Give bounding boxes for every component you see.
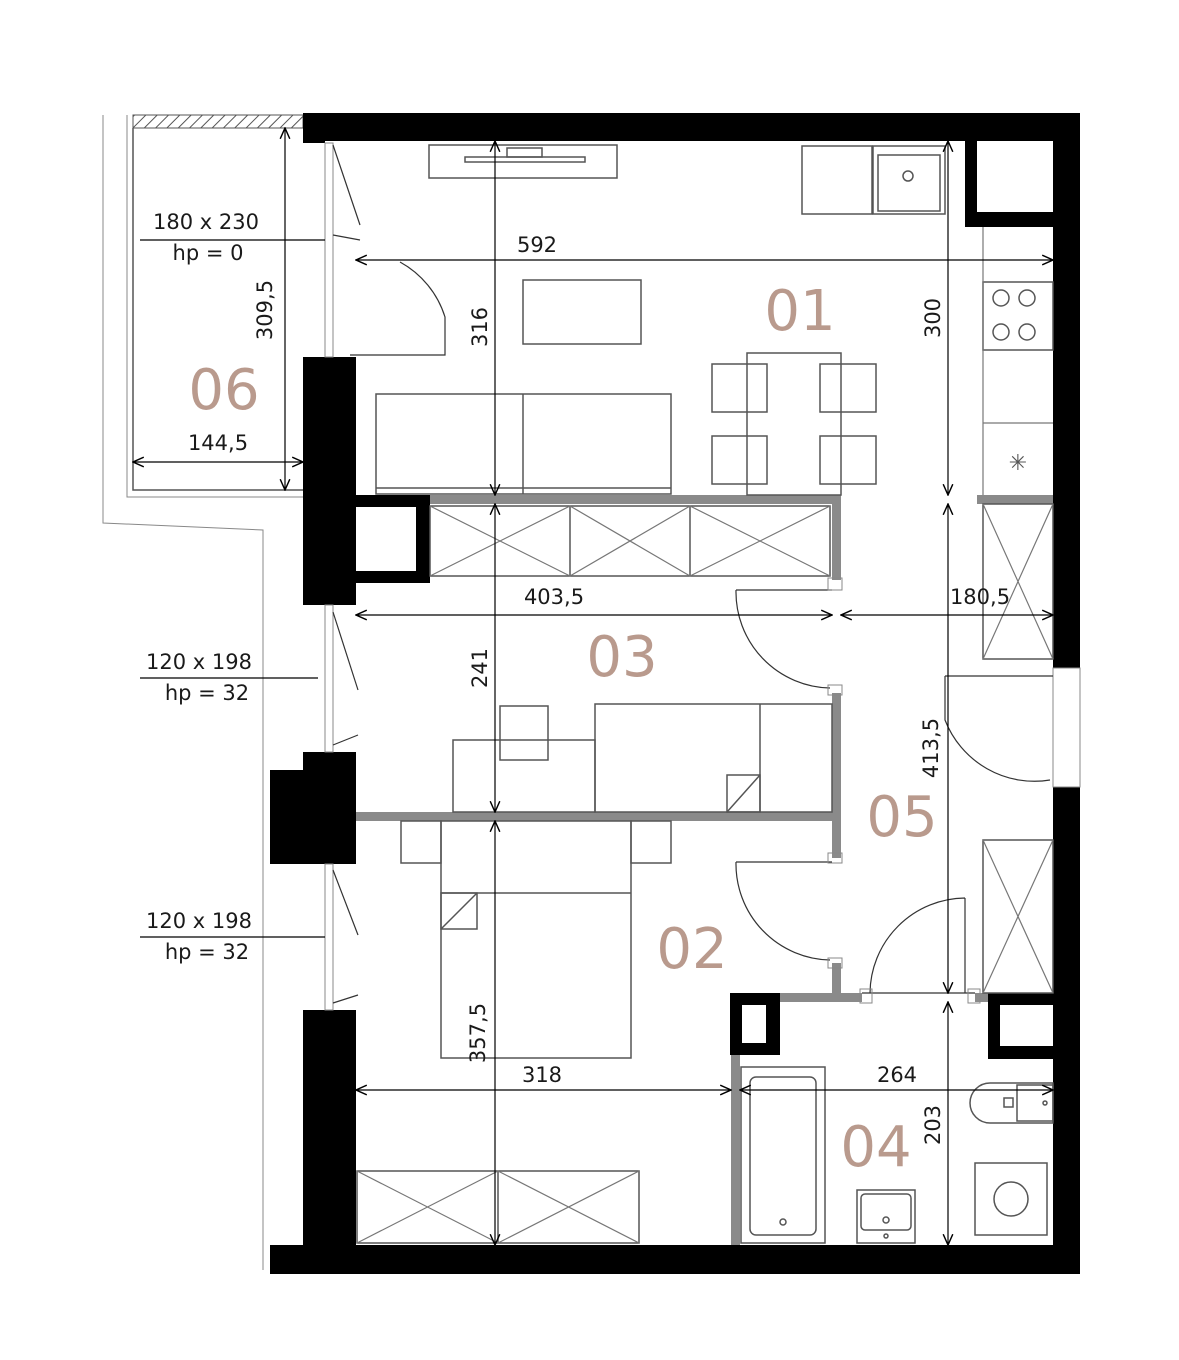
exterior-walls — [270, 113, 1080, 1274]
dim-203: 203 — [921, 1105, 945, 1145]
window-size-2: 120 x 198 — [146, 650, 252, 674]
windows — [324, 142, 1081, 1011]
room-label-03: 03 — [586, 625, 657, 690]
window-hp-1: hp = 0 — [173, 241, 244, 265]
balcony-06 — [126, 114, 304, 498]
dim-264: 264 — [877, 1063, 917, 1087]
dim-316: 316 — [468, 307, 492, 347]
svg-text:✳: ✳ — [1009, 451, 1027, 476]
window-hp-2: hp = 32 — [165, 681, 249, 705]
window-hp-3: hp = 32 — [165, 940, 249, 964]
window-size-1: 180 x 230 — [153, 210, 259, 234]
furniture-02 — [356, 820, 672, 1244]
dim-180-5: 180,5 — [950, 585, 1010, 609]
window-labels: 180 x 230 hp = 0 120 x 198 hp = 32 120 x… — [146, 210, 259, 964]
dim-413-5: 413,5 — [919, 718, 943, 778]
dim-318: 318 — [522, 1063, 562, 1087]
partition-walls — [356, 495, 1053, 1245]
room-labels: 01 02 03 04 05 06 — [188, 279, 937, 1180]
dimension-labels: 592 316 300 309,5 144,5 403,5 180,5 241 … — [188, 233, 1010, 1145]
room-label-05: 05 — [866, 785, 937, 850]
dim-241: 241 — [468, 648, 492, 688]
doors — [350, 261, 1053, 1004]
wardrobe-03 — [429, 505, 831, 577]
furniture-living: ✳ — [375, 144, 1054, 496]
site-outline — [102, 115, 264, 1270]
dim-144-5: 144,5 — [188, 431, 248, 455]
room-label-01: 01 — [764, 279, 835, 344]
room-label-02: 02 — [656, 917, 727, 982]
dim-300: 300 — [921, 298, 945, 338]
dim-403-5: 403,5 — [524, 585, 584, 609]
room-label-06: 06 — [188, 358, 259, 423]
furniture-05 — [982, 503, 1054, 994]
dim-592: 592 — [517, 233, 557, 257]
room-label-04: 04 — [840, 1115, 911, 1180]
furniture-03 — [452, 703, 833, 813]
dimension-lines — [133, 128, 1053, 1245]
dim-357-5: 357,5 — [466, 1003, 490, 1063]
dim-309-5: 309,5 — [253, 280, 277, 340]
window-size-3: 120 x 198 — [146, 909, 252, 933]
